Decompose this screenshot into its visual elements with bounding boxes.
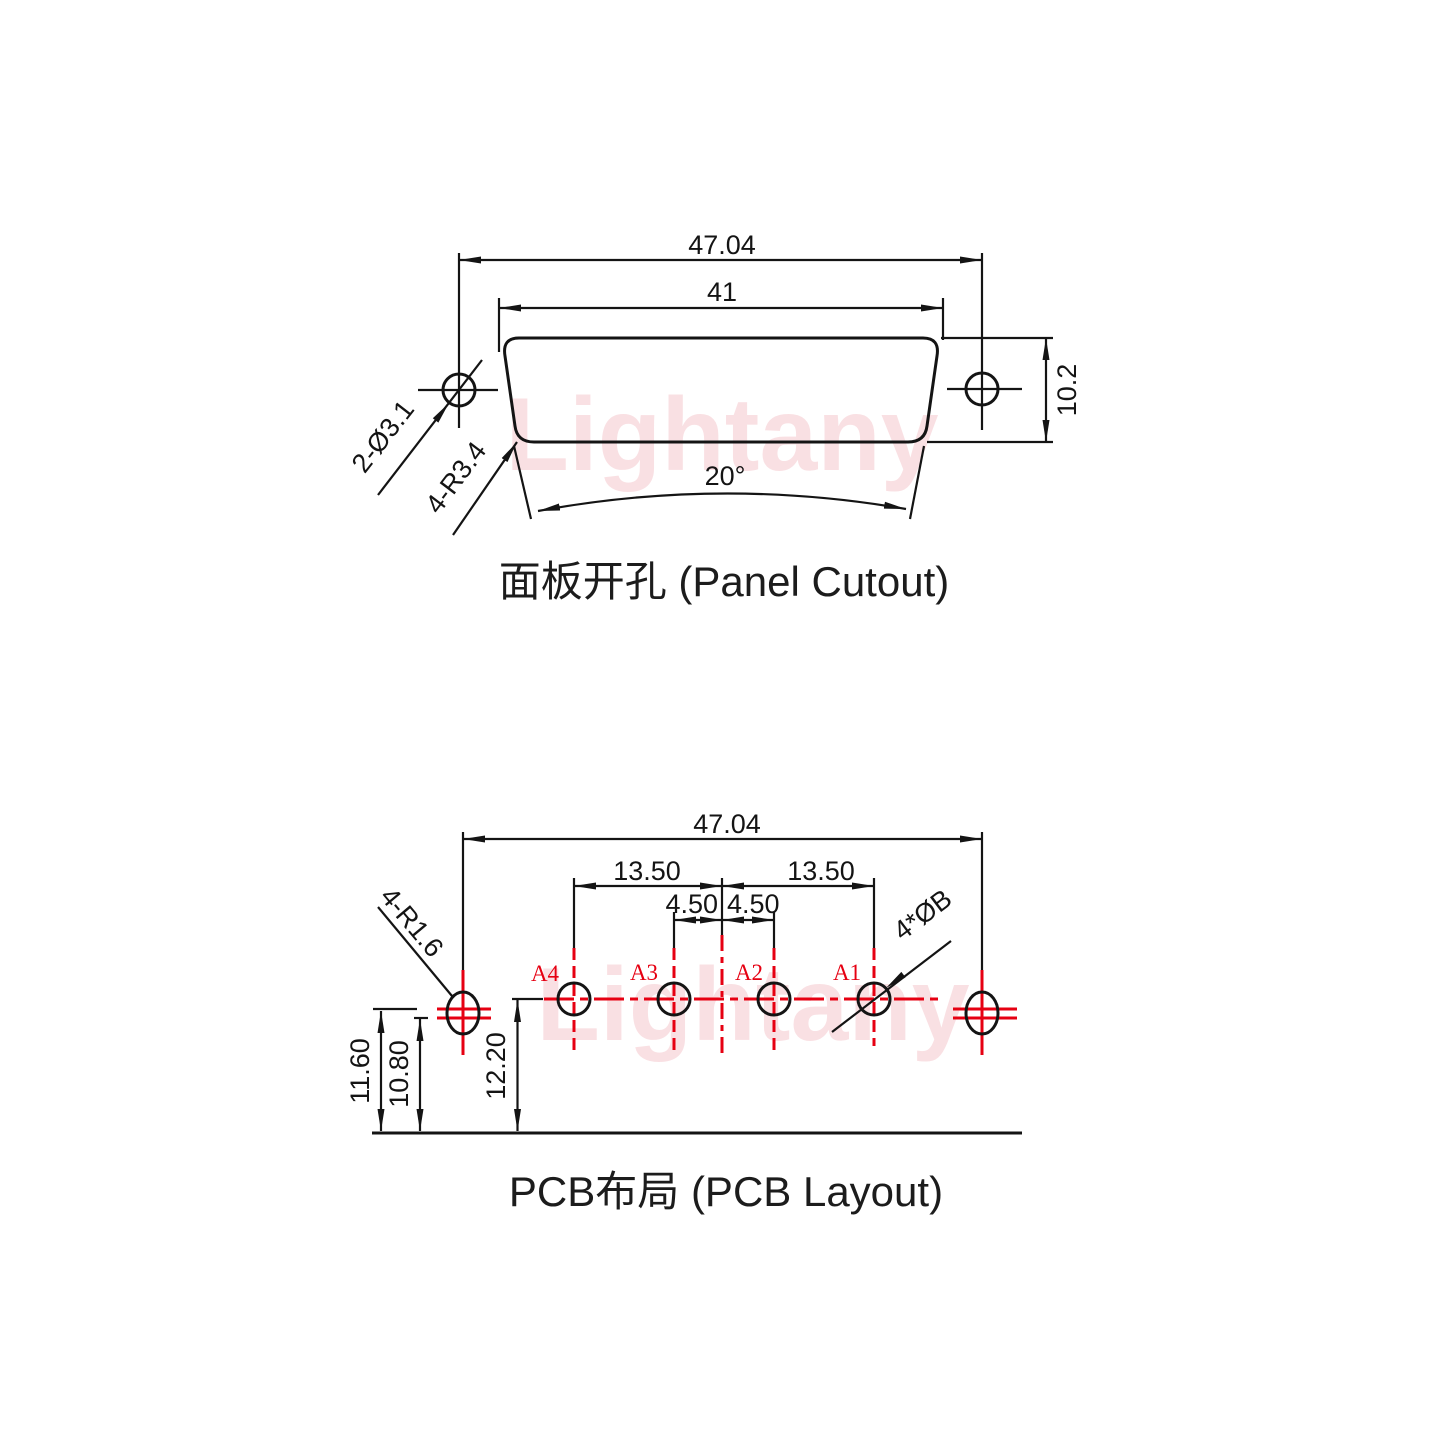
panel-angle-label: 20° (705, 461, 746, 491)
pcb-pin-a2 (756, 981, 792, 1017)
pcb-dim-4704-label: 47.04 (693, 809, 761, 839)
pcb-leader-pin-dia (831, 940, 952, 1033)
pcb-dim-1350-left-label: 13.50 (613, 856, 681, 886)
pcb-dim-1160-label: 11.60 (345, 1038, 375, 1104)
panel-angle-ext-right (908, 445, 926, 520)
panel-leader-mount-hole (377, 359, 483, 496)
panel-corner-label: 4-R3.4 (419, 436, 492, 519)
pcb-mount-hole-left (445, 990, 481, 1036)
pcb-pin-a4 (556, 981, 592, 1017)
pcb-leader-pin-dia-arrow (886, 971, 906, 988)
pcb-dim-1350-right-label: 13.50 (787, 856, 855, 886)
watermark-bottom: Lightany (536, 947, 969, 1063)
pcb-pin-a3-label: A3 (630, 960, 658, 985)
panel-dim-41-label: 41 (707, 277, 737, 307)
pcb-leader-corner (377, 906, 453, 997)
panel-angle-arc (537, 492, 907, 513)
pcb-dim-1220-label: 12.20 (481, 1032, 511, 1100)
panel-cutout-drawing: Lightany 47.04 41 10.2 20° (346, 230, 1082, 605)
panel-dim-4704-label: 47.04 (688, 230, 756, 260)
pcb-pin-a3 (656, 981, 692, 1017)
pcb-layout-title: PCB布局 (PCB Layout) (509, 1168, 943, 1215)
panel-leader-corner (452, 441, 518, 536)
panel-dim-102-label: 10.2 (1052, 364, 1082, 417)
panel-cutout-outline (503, 336, 939, 444)
pcb-mount-hole-right (964, 990, 1000, 1036)
pcb-pin-a2-label: A2 (735, 960, 763, 985)
pcb-pin-a1-label: A1 (833, 960, 861, 985)
pcb-layout-drawing: Lightany 47.04 13.50 13.50 (345, 809, 1022, 1215)
panel-mount-hole-label: 2-Ø3.1 (346, 395, 420, 479)
pcb-dim-450-right-label: 4.50 (727, 889, 780, 919)
pcb-pin-dia-label: 4*ØB (888, 883, 958, 946)
panel-cutout-title: 面板开孔 (Panel Cutout) (499, 558, 949, 605)
panel-leader-mount-hole-arrow (432, 403, 449, 423)
pcb-pin-a4-label: A4 (531, 961, 560, 986)
pcb-corner-label: 4-R1.6 (374, 882, 449, 963)
pcb-dim-1080-label: 10.80 (384, 1040, 414, 1108)
pcb-pin-a1 (856, 981, 892, 1017)
watermark-top: Lightany (505, 377, 938, 493)
